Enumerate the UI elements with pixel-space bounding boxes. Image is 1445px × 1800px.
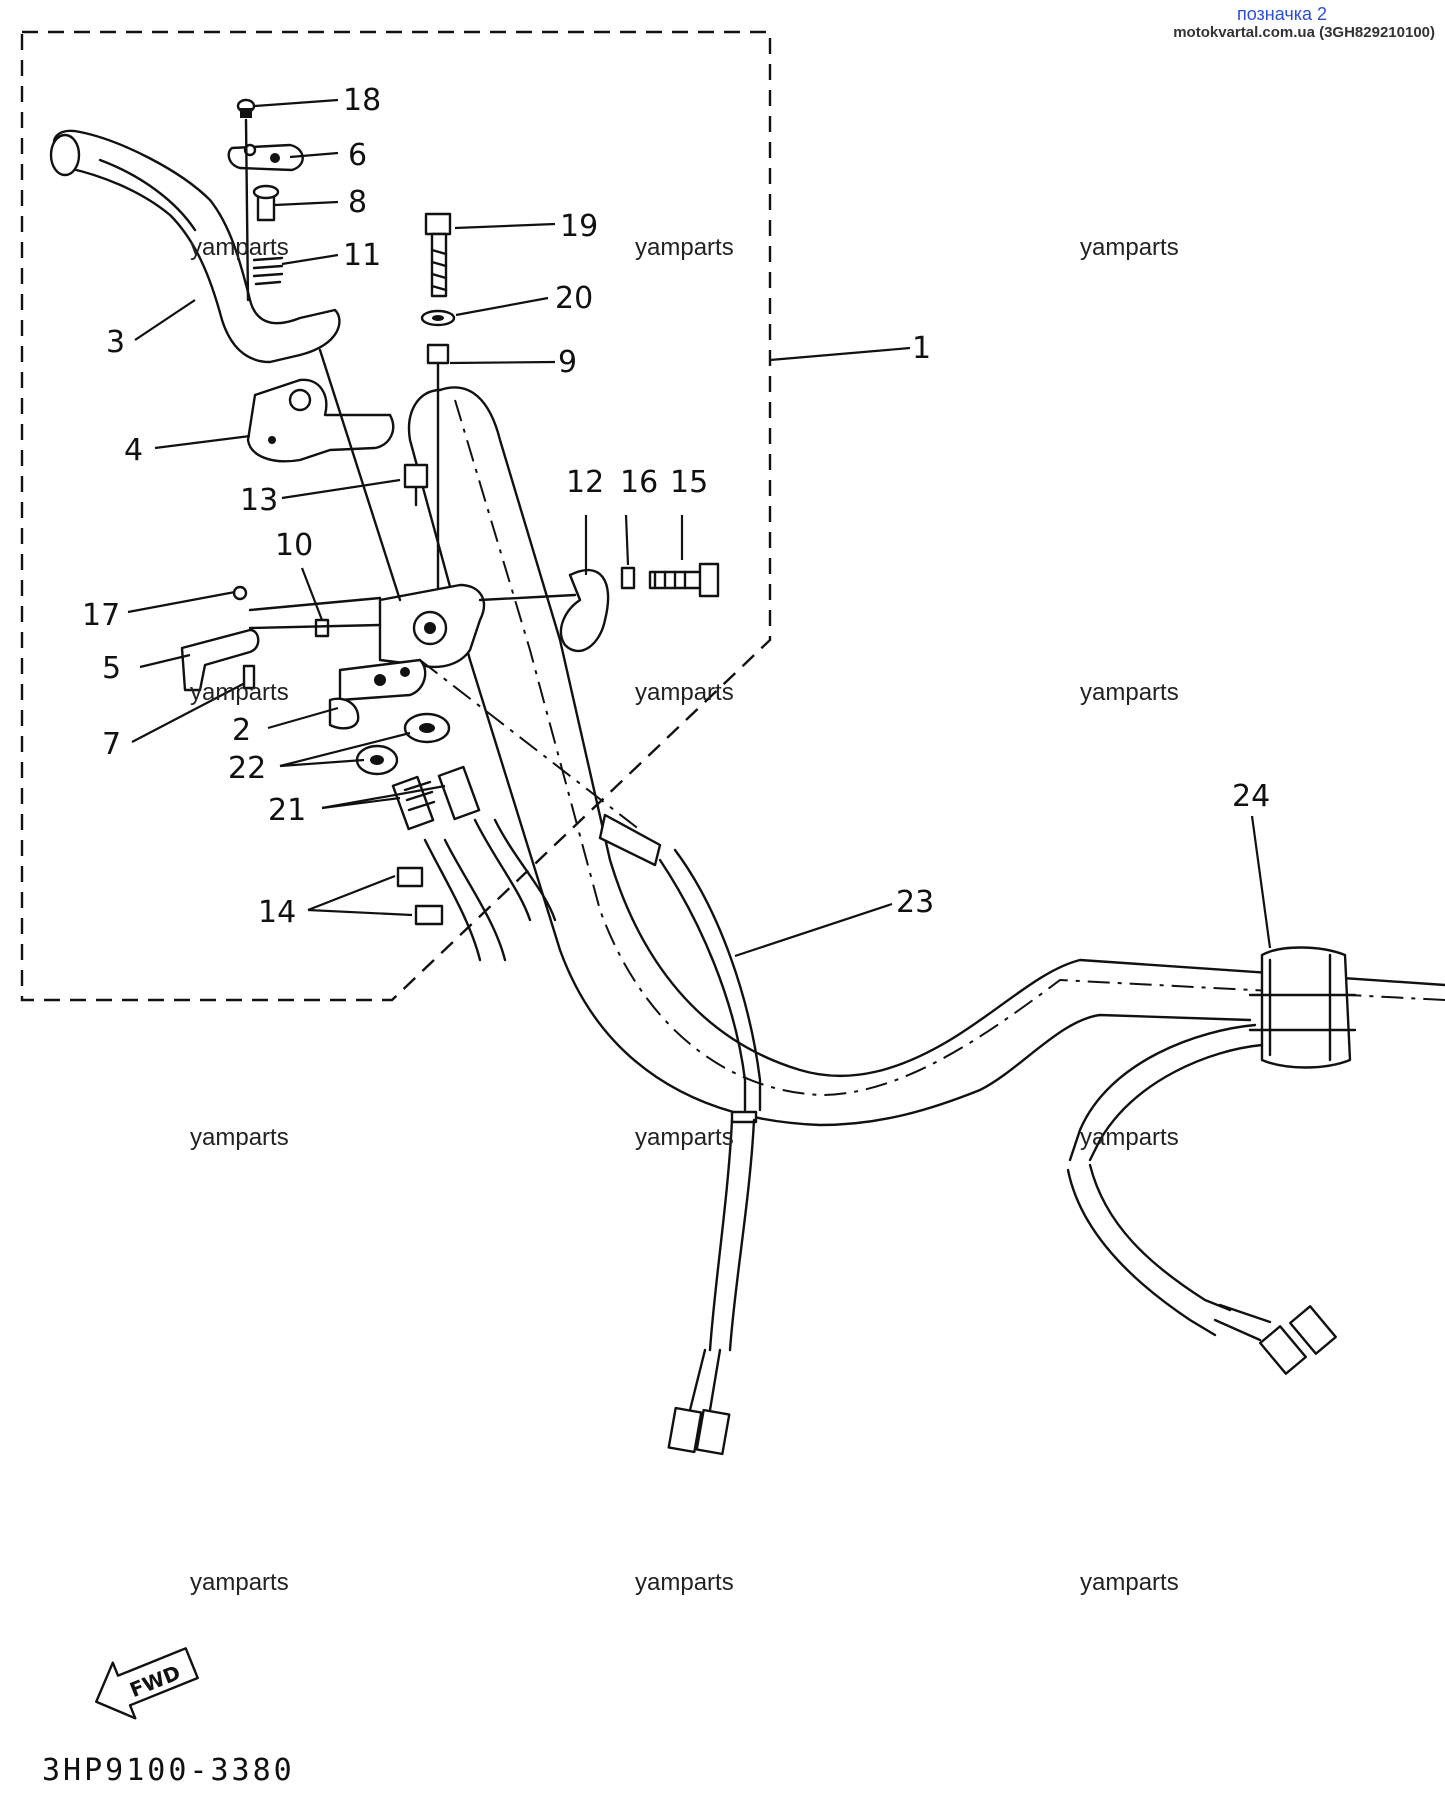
watermark: yamparts	[635, 679, 734, 706]
callout-21: 21	[268, 793, 306, 828]
callout-4: 4	[124, 433, 143, 468]
callout-17: 17	[82, 598, 120, 633]
callout-19: 19	[560, 209, 598, 244]
callout-2: 2	[232, 713, 251, 748]
watermark: yamparts	[190, 234, 289, 261]
clamp-12-16-15	[478, 562, 720, 652]
watermark: yamparts	[1080, 234, 1179, 261]
watermark: yamparts	[635, 1124, 734, 1151]
watermark: yamparts	[190, 1569, 289, 1596]
holder-part-4	[246, 378, 395, 463]
callout-13: 13	[240, 483, 278, 518]
callout-18: 18	[343, 83, 381, 118]
callout-11: 11	[343, 238, 381, 273]
watermark: yamparts	[635, 1569, 734, 1596]
bolt-stack-19-20-9	[420, 212, 456, 592]
perch-assembly	[318, 348, 486, 702]
callout-24: 24	[1232, 779, 1270, 814]
callout-20: 20	[555, 281, 593, 316]
lower-small-parts	[180, 585, 382, 692]
watermark: yamparts	[635, 234, 734, 261]
callout-labels: 18 6 8 19 11 20 3 9 1 4 13 12 16 15 10 1…	[82, 83, 1270, 930]
watermark: yamparts	[190, 1124, 289, 1151]
handlebar-switch-24	[1066, 946, 1357, 1375]
switch-cable-23	[419, 659, 762, 1456]
callout-10: 10	[275, 528, 313, 563]
handlebar	[407, 386, 1445, 1127]
callout-1: 1	[912, 331, 931, 366]
callout-3: 3	[106, 325, 125, 360]
watermarks: yamparts yamparts yamparts yamparts yamp…	[190, 234, 1179, 1596]
callout-14: 14	[258, 895, 296, 930]
callout-16: 16	[620, 465, 658, 500]
callout-22: 22	[228, 751, 266, 786]
watermark: yamparts	[1080, 679, 1179, 706]
callout-15: 15	[670, 465, 708, 500]
callout-6: 6	[348, 138, 367, 173]
leader-lines	[127, 98, 1272, 958]
callout-8: 8	[348, 185, 367, 220]
callout-23: 23	[896, 885, 934, 920]
watermark: yamparts	[1080, 1124, 1179, 1151]
callout-7: 7	[102, 727, 121, 762]
fwd-arrow: FWD	[95, 1647, 199, 1720]
callout-9: 9	[558, 345, 577, 380]
watermark: yamparts	[190, 679, 289, 706]
cable-adjusters	[328, 697, 557, 962]
assembly-boundary	[20, 30, 772, 1002]
watermark: yamparts	[1080, 1569, 1179, 1596]
lever-part-3	[49, 129, 341, 364]
callout-5: 5	[102, 651, 121, 686]
header-title: позначка 2	[1236, 4, 1327, 24]
upper-hardware	[227, 98, 304, 302]
header-subtitle: motokvartal.com.ua (3GH829210100)	[1173, 24, 1435, 41]
callout-12: 12	[566, 465, 604, 500]
diagram-code: 3HP9100-3380	[42, 1753, 295, 1788]
